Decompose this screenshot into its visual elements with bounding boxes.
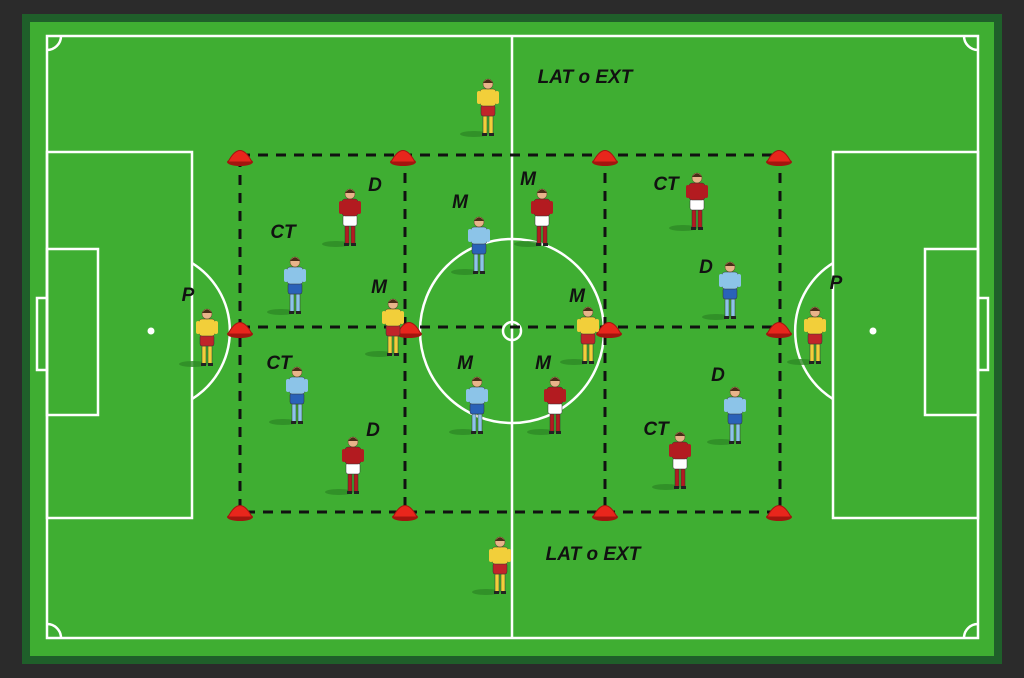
position-label: CT: [266, 353, 292, 374]
cone-marker: [392, 505, 418, 521]
player-yellow: [560, 306, 599, 365]
player-yellow: [179, 308, 218, 367]
player-yellow: [787, 306, 826, 365]
player-blue: [707, 386, 746, 445]
cone-marker: [592, 505, 618, 521]
right-penalty-spot: [869, 327, 877, 335]
position-label: D: [699, 257, 713, 278]
player-red: [514, 188, 553, 247]
position-label: P: [181, 285, 195, 306]
cone-marker: [596, 322, 622, 338]
cone-marker: [766, 150, 792, 166]
right-penalty-arc: [793, 261, 834, 401]
position-label: D: [366, 420, 380, 441]
position-label: CT: [653, 174, 679, 195]
cone-marker: [227, 150, 253, 166]
position-label: LAT o EXT: [537, 67, 633, 88]
player-red: [527, 376, 566, 435]
position-label: D: [711, 365, 725, 386]
center-spot: [501, 320, 523, 342]
cone-marker: [227, 322, 253, 338]
cone-marker: [766, 322, 792, 338]
cone-marker: [227, 505, 253, 521]
player-yellow: [460, 78, 499, 137]
position-label: M: [535, 353, 551, 374]
right-goal: [976, 296, 990, 372]
player-blue: [269, 366, 308, 425]
position-label: M: [457, 353, 473, 374]
player-blue: [449, 376, 488, 435]
position-label: CT: [270, 222, 296, 243]
cone-marker: [766, 505, 792, 521]
player-yellow: [365, 298, 404, 357]
drill-grid: [238, 153, 782, 514]
player-blue: [451, 216, 490, 275]
position-label: M: [452, 192, 468, 213]
player-red: [325, 436, 364, 495]
left-penalty-spot: [147, 327, 155, 335]
position-label: CT: [643, 419, 669, 440]
player-blue: [702, 261, 741, 320]
position-label: D: [368, 175, 382, 196]
cone-marker: [396, 322, 422, 338]
player-yellow: [472, 536, 511, 595]
pitch-lines: [35, 34, 990, 640]
position-label: M: [520, 169, 536, 190]
player-red: [322, 188, 361, 247]
left-goal: [35, 296, 49, 372]
position-label: LAT o EXT: [545, 544, 641, 565]
cone-marker: [592, 150, 618, 166]
position-label: M: [371, 277, 387, 298]
position-label: M: [569, 286, 585, 307]
position-label: P: [829, 273, 843, 294]
player-red: [652, 431, 691, 490]
cone-marker: [390, 150, 416, 166]
player-red: [669, 172, 708, 231]
player-blue: [267, 256, 306, 315]
